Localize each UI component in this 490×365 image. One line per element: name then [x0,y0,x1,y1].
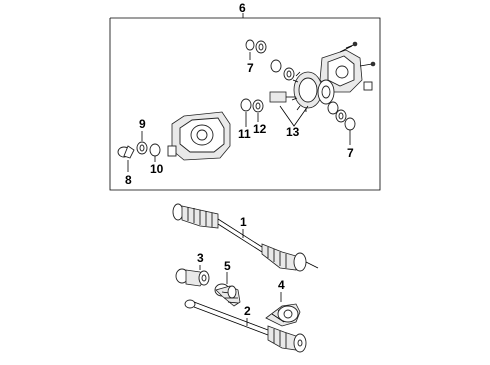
bearing-race-right [327,101,356,131]
callout-11: 11 [238,127,251,141]
callout-2: 2 [244,304,251,318]
bearing-race-top [245,39,295,81]
callout-6: 6 [239,1,246,15]
callout-12: 12 [253,122,267,136]
callout-4: 4 [278,278,285,292]
pinion-bearings [240,98,264,113]
cv-joint-3 [175,268,210,287]
callout-7-top: 7 [247,61,254,75]
callout-8: 8 [125,173,132,187]
cv-boot-4 [265,303,301,327]
pinion-shaft [269,91,296,103]
callout-1: 1 [240,215,247,229]
left-side-parts [117,141,161,159]
callout-9: 9 [139,117,146,131]
axle-shaft-assembly-1 [172,203,319,272]
axle-shaft-assembly-2 [184,299,307,353]
callout-13: 13 [286,125,300,139]
callout-3: 3 [197,251,204,265]
callout-7-right: 7 [347,146,354,160]
callout-10: 10 [150,162,164,176]
ring-gear-carrier [291,71,335,112]
carrier-housing-left [167,111,231,161]
cv-boot-5 [214,283,241,307]
callout-5: 5 [224,259,231,273]
differential-group-box [109,13,381,191]
